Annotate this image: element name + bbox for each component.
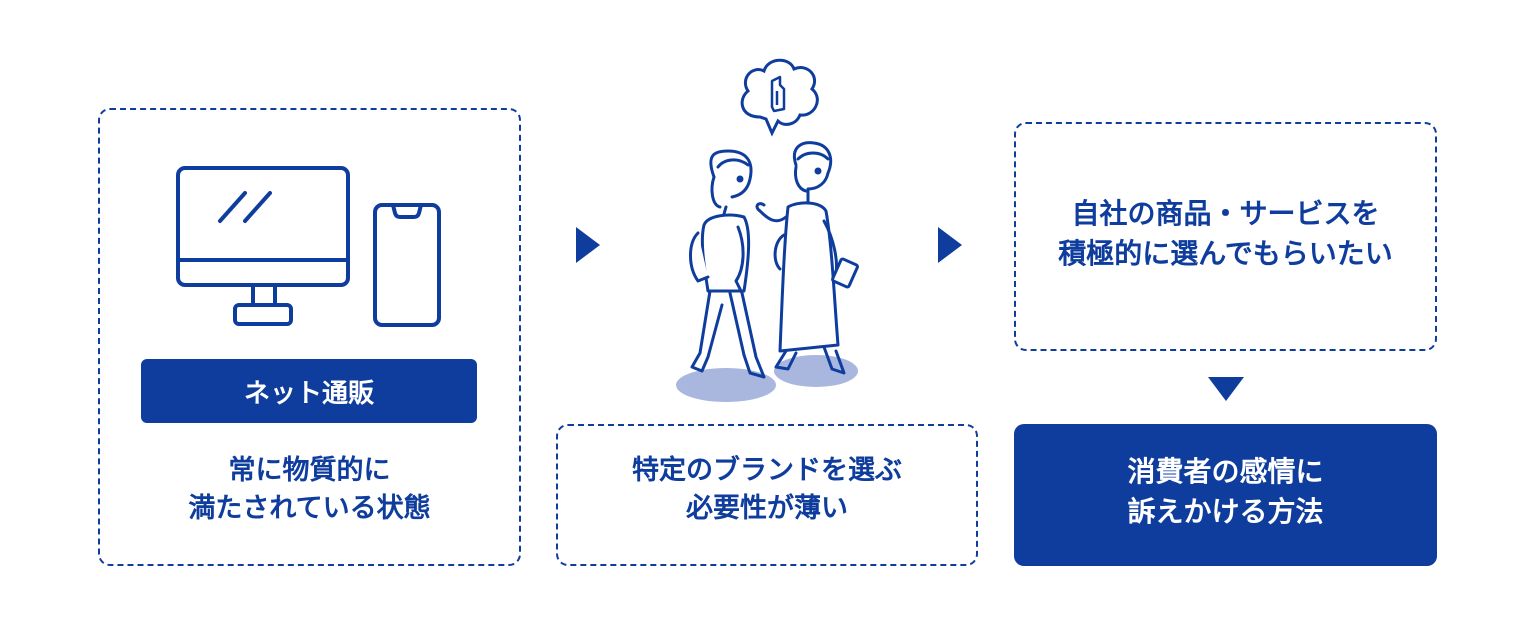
- middle-caption-line: 必要性が薄い: [686, 493, 848, 525]
- label-text: ネット通販: [243, 378, 374, 409]
- middle-caption: 特定のブランドを選ぶ 必要性が薄い: [556, 452, 978, 529]
- goal-panel: [1014, 122, 1437, 351]
- right-woman: [755, 141, 859, 375]
- left-caption: 常に物質的に 満たされている状態: [98, 452, 521, 529]
- down-arrow-icon: [1208, 377, 1244, 401]
- product-bottle-icon: [770, 75, 786, 113]
- internet-shopping-label: ネット通販: [141, 359, 477, 423]
- result-caption-line: 消費者の感情に: [1127, 455, 1324, 488]
- smartphone-icon: [373, 203, 441, 327]
- desktop-monitor-icon: [176, 166, 350, 326]
- left-caption-line: 満たされている状態: [188, 493, 431, 525]
- thought-bubble: [740, 58, 819, 137]
- right-arrow-icon: [576, 227, 600, 263]
- walking-women-illustration: [676, 58, 859, 402]
- result-caption: 消費者の感情に 訴えかける方法: [1014, 452, 1437, 532]
- goal-caption-line: 自社の商品・サービスを: [1071, 197, 1380, 230]
- left-caption-line: 常に物質的に: [228, 455, 391, 486]
- result-caption-line: 訴えかける方法: [1127, 494, 1324, 528]
- goal-caption: 自社の商品・サービスを 積極的に選んでもらいたい: [1014, 194, 1437, 274]
- brand-necessity-panel: [556, 424, 978, 566]
- goal-caption-line: 積極的に選んでもらいたい: [1058, 236, 1393, 270]
- result-panel: [1014, 424, 1437, 566]
- middle-caption-line: 特定のブランドを選ぶ: [632, 455, 902, 486]
- left-woman: [689, 149, 766, 379]
- internet-shopping-panel: [98, 108, 521, 566]
- right-arrow-icon: [938, 227, 962, 263]
